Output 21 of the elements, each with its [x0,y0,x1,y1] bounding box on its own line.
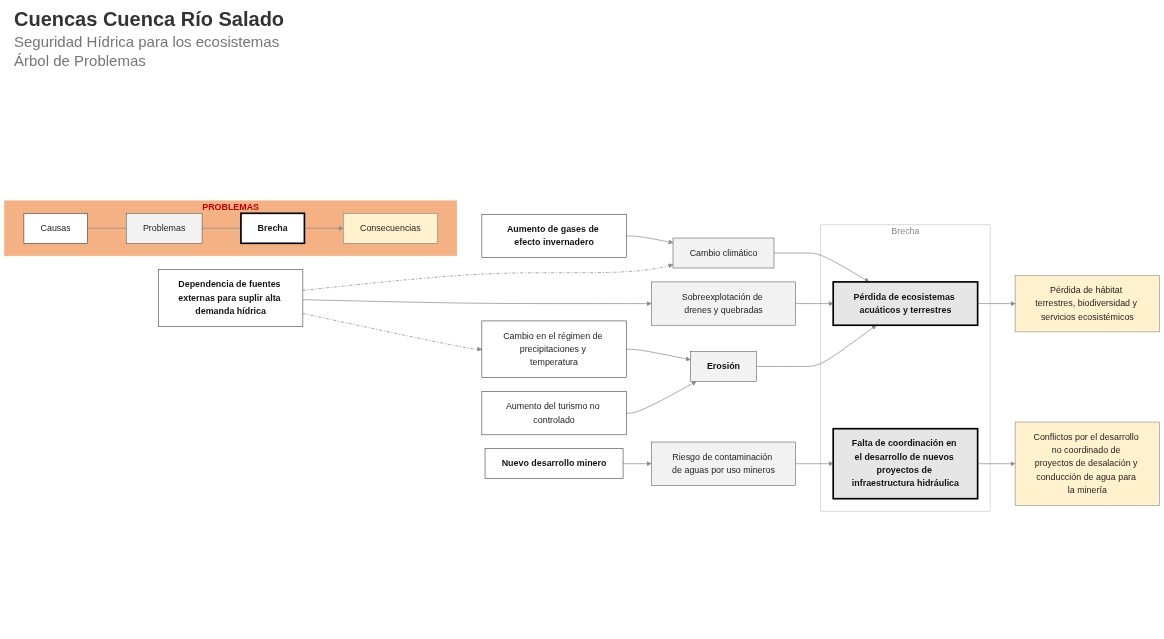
diagram-title: Cuencas Cuenca Río Salado [14,8,285,31]
node-box: Aumento del turismo no controlado [481,391,627,436]
node-box: Aumento de gases de efecto invernadero [481,214,627,258]
subtitle: Seguridad Hídrica para los ecosistemas [14,33,281,50]
node-box: Conflictos por el desarrollo no coordinado de proyectos de desalación y conducción de agua para la minería [1014,421,1160,506]
node-box: Consecuencias [343,213,438,244]
node-box: Pérdida de hábitat terrestres, biodiversidad y servicios ecosistémicos [1014,274,1160,333]
node-box: Falta de coordinación en el desarrollo de nuevos proyectos de infraestructura hidráulica [832,427,979,500]
node-box: Pérdida de ecosistemas acuáticos y terrestres [832,281,979,327]
node-box: Causas [23,213,88,244]
node-box: Nuevo desarrollo minero [484,448,624,479]
node-box: Cambio climático [672,237,775,269]
node-box: Sobreexplotación de drenes y quebradas [651,281,796,326]
node-box: Erosión [690,351,757,382]
node-box: Brecha [240,212,306,245]
subtitle: Árbol de Problemas [14,52,147,69]
node-box: Problemas [125,213,203,244]
node-box: Dependencia de fuentes externas para suplir alta demanda hídrica [158,269,304,327]
node-box: Riesgo de contaminación de aguas por uso mineros [651,441,796,486]
connector [87,227,127,229]
node-box: Cambio en el régimen de precipitaciones y temperatura [481,320,627,378]
